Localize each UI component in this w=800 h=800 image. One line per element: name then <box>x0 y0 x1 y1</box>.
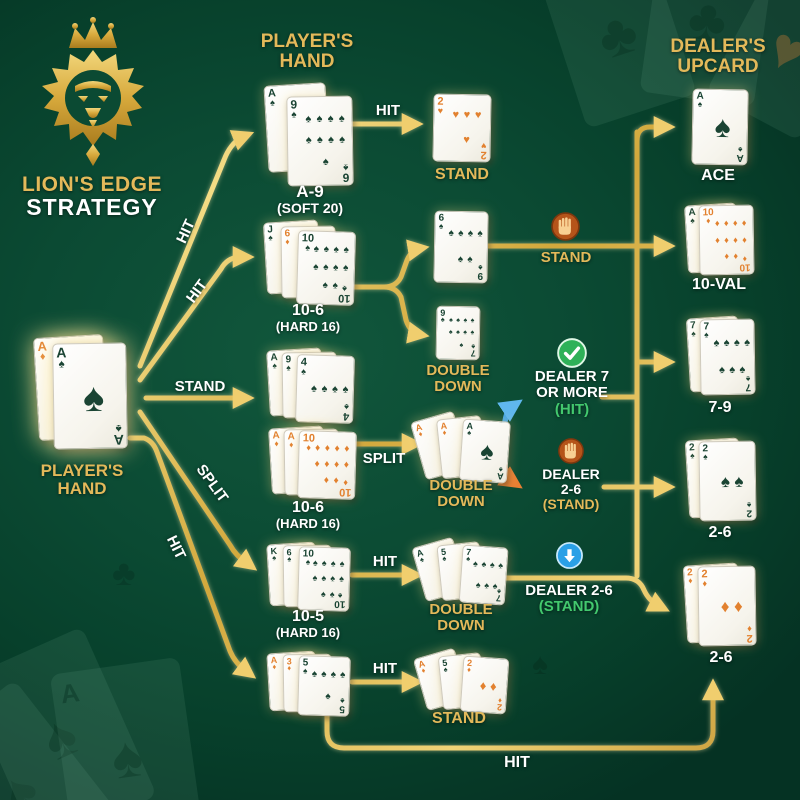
row5-name: 10-5 <box>291 608 325 625</box>
crown <box>69 22 117 48</box>
row1-action: HIT <box>375 102 401 119</box>
row5-to-dealer-26 <box>493 575 670 612</box>
stand-decision-label: STAND <box>540 249 592 266</box>
dealer-10val-label: 10-VAL <box>692 276 746 293</box>
row4-doubledown-label: DOUBLE <box>429 477 493 494</box>
row4-name: 10-6 <box>291 499 325 516</box>
dealer-upcard-header: DEALER'S <box>670 36 766 57</box>
playing-card-9-spade: 9♠♠♠♠♠♠♠♠♠♠6♠ <box>286 95 354 187</box>
dealer-26b-label: 2-6 <box>709 649 733 666</box>
playing-card-7-spade: 7♠♠♠♠♠♠♠♠7♠ <box>458 544 509 606</box>
playing-card-2-diamond: 2♦♦♦2♦ <box>697 565 757 647</box>
chin <box>89 120 97 128</box>
playing-card-5-spade: 5♠♠♠♠♠♠5♠ <box>297 655 351 717</box>
row5-action: HIT <box>372 553 398 570</box>
row1-name: A-9 <box>296 182 324 201</box>
row4-name2: (HARD 16) <box>275 516 341 531</box>
beard <box>86 144 100 166</box>
dealer7-sub: (HIT) <box>554 401 590 418</box>
logo-subtitle: STRATEGY <box>26 194 158 220</box>
dealer-26-label: 2-6 <box>708 524 732 541</box>
hub-arrow-hit-row6 <box>127 435 257 679</box>
row2-doubledown-label2: DOWN <box>434 378 482 395</box>
row2-doubledown-label: DOUBLE <box>426 362 490 379</box>
player-hand-header: PLAYER'S <box>260 31 354 52</box>
dealer26b-sub: (STAND) <box>538 598 600 615</box>
playing-card-2-heart: 2♥♥♥♥♥2♥ <box>432 93 492 163</box>
playing-card-A-spade: A♠♠A♠ <box>691 88 749 166</box>
hub-arrow-hit-row1 <box>137 130 255 369</box>
row4-doubledown-label2: DOWN <box>437 493 485 510</box>
hub-arrow-split-row5 <box>137 409 258 571</box>
playing-card-6-spade: 6♠♠♠♠♠♠♠9♠ <box>433 210 489 284</box>
row2-name2: (HARD 16) <box>275 319 341 334</box>
playing-card-10-spade: 10♠♠♠♠♠♠♠♠♠♠♠10♠ <box>297 546 351 612</box>
dealer-upcard-header2: UPCARD <box>677 56 759 77</box>
dealer26-line2: 2-6 <box>560 481 582 497</box>
playing-card-10-diamond: 10♦♦♦♦♦♦♦♦♦♦♦10♦ <box>297 430 357 500</box>
stop-hand-icon <box>558 438 584 464</box>
player-hand-header2: HAND <box>279 51 335 72</box>
dealer26-line1: DEALER <box>542 466 600 482</box>
row1-name2: (SOFT 20) <box>276 200 344 216</box>
dealer-ace-label: ACE <box>701 167 735 184</box>
playing-card-10-diamond: 10♦♦♦♦♦♦♦♦♦♦♦10♦ <box>698 204 755 276</box>
row5-doubledown-label2: DOWN <box>437 617 485 634</box>
club-icon: ♣ <box>112 552 136 593</box>
playing-card-A-spade: A♠♠A♠ <box>52 342 128 450</box>
row2-name: 10-6 <box>291 302 325 319</box>
down-arrow-icon <box>556 542 583 569</box>
row2-fork-up <box>347 239 430 290</box>
playing-card-10-spade: 10♠♠♠♠♠♠♠♠♠♠♠10♠ <box>295 230 357 306</box>
playing-card-9-spade: 9♠♠♠♠♠♠♠♠♠♠7♠ <box>435 305 481 361</box>
playing-card-A-spade: A♠♠A♠ <box>458 418 511 484</box>
trunk-branch-ace <box>634 115 676 144</box>
row5-name2: (HARD 16) <box>275 625 341 640</box>
check-icon <box>557 338 587 368</box>
dealer7-line1: DEALER 7 <box>534 368 610 385</box>
player-hand-label: PLAYER'S <box>40 461 124 480</box>
eye-right <box>98 96 108 102</box>
row1-result-label: STAND <box>435 166 489 183</box>
row6-action: HIT <box>372 660 398 677</box>
row6-result-label: STAND <box>432 710 486 727</box>
playing-card-4-spade: 4♠♠♠♠♠4♠ <box>295 354 355 424</box>
stop-hand-icon <box>551 212 580 241</box>
lion-logo <box>42 17 144 166</box>
brow <box>75 81 111 92</box>
player-hand-label2: HAND <box>57 479 107 498</box>
row4-action: SPLIT <box>362 450 406 467</box>
row5-doubledown-label: DOUBLE <box>429 601 493 618</box>
playing-card-7-spade: 7♠♠♠♠♠♠♠♠7♠ <box>699 318 756 396</box>
bottom-hit-label: HIT <box>504 754 530 771</box>
dealer26-sub: (STAND) <box>542 496 600 512</box>
dealer26b-line1: DEALER 2-6 <box>525 582 613 599</box>
dealer7-line2: OR MORE <box>536 384 608 401</box>
row2-fork-down <box>347 284 430 344</box>
bottom-hit-path <box>324 678 725 751</box>
lion-face <box>65 70 121 126</box>
logo-title: LION'S EDGE <box>21 173 163 196</box>
muzzle <box>85 108 101 118</box>
playing-card-2-spade: 2♠♠♠2♠ <box>698 440 757 522</box>
playing-card-2-diamond: 2♦♦♦2♦ <box>459 655 510 715</box>
spade-icon: ♠ <box>532 648 548 681</box>
dealer-79-label: 7-9 <box>708 399 732 416</box>
hub-stand-label: STAND <box>174 378 226 395</box>
eye-left <box>78 96 88 102</box>
hub-arrow-hit-row2 <box>137 245 255 383</box>
